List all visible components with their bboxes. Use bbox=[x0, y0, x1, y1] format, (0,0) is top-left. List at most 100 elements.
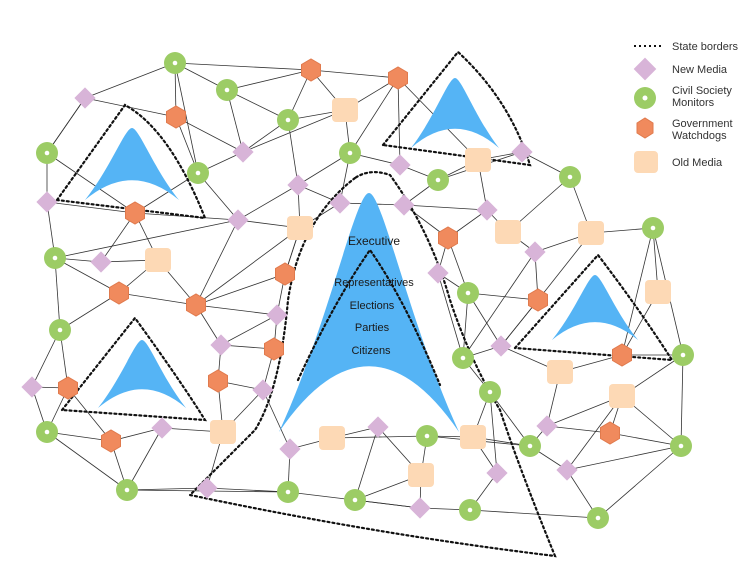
network-edge bbox=[126, 427, 163, 491]
new-media-node bbox=[389, 154, 411, 176]
civil-society-node bbox=[339, 142, 361, 164]
network-edge bbox=[46, 431, 128, 491]
network-edge bbox=[680, 354, 684, 447]
new-media-node bbox=[490, 335, 512, 357]
new-media-node bbox=[210, 334, 232, 356]
civil-society-node bbox=[457, 282, 479, 304]
network-edge bbox=[354, 426, 379, 501]
state-left-top bbox=[85, 128, 179, 200]
gov-watchdog-node bbox=[264, 337, 284, 361]
new-media-node bbox=[74, 87, 96, 109]
new-media-node bbox=[427, 262, 449, 284]
border-central-inner bbox=[296, 248, 442, 387]
network-edge bbox=[206, 487, 289, 493]
network-edge bbox=[331, 435, 428, 439]
gov-watchdog-node bbox=[186, 293, 206, 317]
legend-old-media-label: Old Media bbox=[672, 157, 723, 169]
old-media-node bbox=[332, 98, 358, 122]
old-media-node bbox=[145, 248, 171, 272]
network-edge bbox=[195, 227, 301, 306]
old-media-node bbox=[460, 425, 486, 449]
legend-new-media-label: New Media bbox=[672, 64, 728, 76]
gov-watchdog-node bbox=[301, 58, 321, 82]
gov-watchdog-node bbox=[101, 429, 121, 453]
new-media-node bbox=[266, 304, 288, 326]
state-left-bottom bbox=[98, 340, 186, 408]
new-media-node bbox=[90, 251, 112, 273]
network-edge bbox=[237, 184, 299, 221]
new-media-node bbox=[536, 415, 558, 437]
new-media-node bbox=[486, 462, 508, 484]
new-media-node bbox=[232, 141, 254, 163]
network-edge bbox=[195, 304, 278, 316]
state-right bbox=[552, 275, 638, 340]
civil-society-node bbox=[277, 481, 299, 503]
legend-state-borders-label: State borders bbox=[672, 41, 739, 53]
network-edge bbox=[546, 425, 611, 434]
new-media-node bbox=[151, 417, 173, 439]
label-representatives: Representatives bbox=[334, 277, 414, 289]
civil-society-node bbox=[277, 109, 299, 131]
network-edge bbox=[174, 62, 199, 174]
border-left-top bbox=[55, 103, 207, 220]
civil-society-node bbox=[459, 499, 481, 521]
new-media-node bbox=[329, 192, 351, 214]
civil-society-node bbox=[164, 52, 186, 74]
network-edge bbox=[195, 219, 239, 306]
network-edge bbox=[621, 227, 654, 356]
civil-society-node bbox=[672, 344, 694, 366]
network-edge bbox=[220, 314, 278, 346]
network-edge bbox=[609, 432, 682, 447]
label-citizens: Citizens bbox=[351, 345, 391, 357]
network-edge bbox=[46, 152, 136, 214]
network-edge bbox=[262, 389, 291, 450]
network-edge bbox=[67, 387, 112, 442]
network-edge bbox=[467, 292, 539, 301]
gov-watchdog-node bbox=[125, 201, 145, 225]
states bbox=[85, 78, 638, 432]
gov-watchdog-node bbox=[600, 421, 620, 445]
gov-watchdog-node bbox=[275, 262, 295, 286]
network-edge bbox=[226, 89, 289, 121]
civil-society-node bbox=[479, 381, 501, 403]
network-edge bbox=[242, 109, 346, 153]
civil-society-node bbox=[344, 489, 366, 511]
network-edge bbox=[46, 201, 136, 214]
old-media-node bbox=[465, 148, 491, 172]
network-edge bbox=[195, 273, 286, 306]
old-media-node bbox=[609, 384, 635, 408]
new-media-node bbox=[36, 191, 58, 213]
network-edge bbox=[54, 257, 61, 331]
new-media-node bbox=[279, 438, 301, 460]
network-edge bbox=[118, 292, 197, 306]
border-central-outer bbox=[187, 171, 557, 558]
network-edge bbox=[489, 391, 498, 474]
label-elections: Elections bbox=[350, 300, 395, 312]
civil-society-node bbox=[416, 425, 438, 447]
network-edge bbox=[310, 69, 399, 79]
state-central bbox=[279, 193, 459, 432]
gov-watchdog-node bbox=[208, 369, 228, 393]
gov-watchdog-node bbox=[388, 66, 408, 90]
old-media-node bbox=[319, 426, 345, 450]
new-media-node bbox=[393, 194, 415, 216]
old-media-node bbox=[645, 280, 671, 304]
network-edge bbox=[59, 292, 120, 331]
border-right bbox=[513, 253, 675, 362]
network-edge bbox=[566, 445, 682, 471]
network-edge bbox=[226, 69, 312, 91]
network-edge bbox=[462, 251, 536, 359]
old-media-node bbox=[578, 221, 604, 245]
label-parties: Parties bbox=[355, 322, 390, 334]
old-media-node bbox=[495, 220, 521, 244]
civil-society-node bbox=[44, 247, 66, 269]
new-media-node bbox=[21, 376, 43, 398]
central-state-labels: Executive Representatives Elections Part… bbox=[334, 234, 414, 357]
gov-watchdog-node bbox=[166, 105, 186, 129]
network-edge bbox=[126, 487, 208, 491]
new-media-node bbox=[524, 241, 546, 263]
network-edge bbox=[397, 77, 401, 166]
legend-old-media-swatch bbox=[634, 151, 658, 173]
civil-society-node bbox=[187, 162, 209, 184]
